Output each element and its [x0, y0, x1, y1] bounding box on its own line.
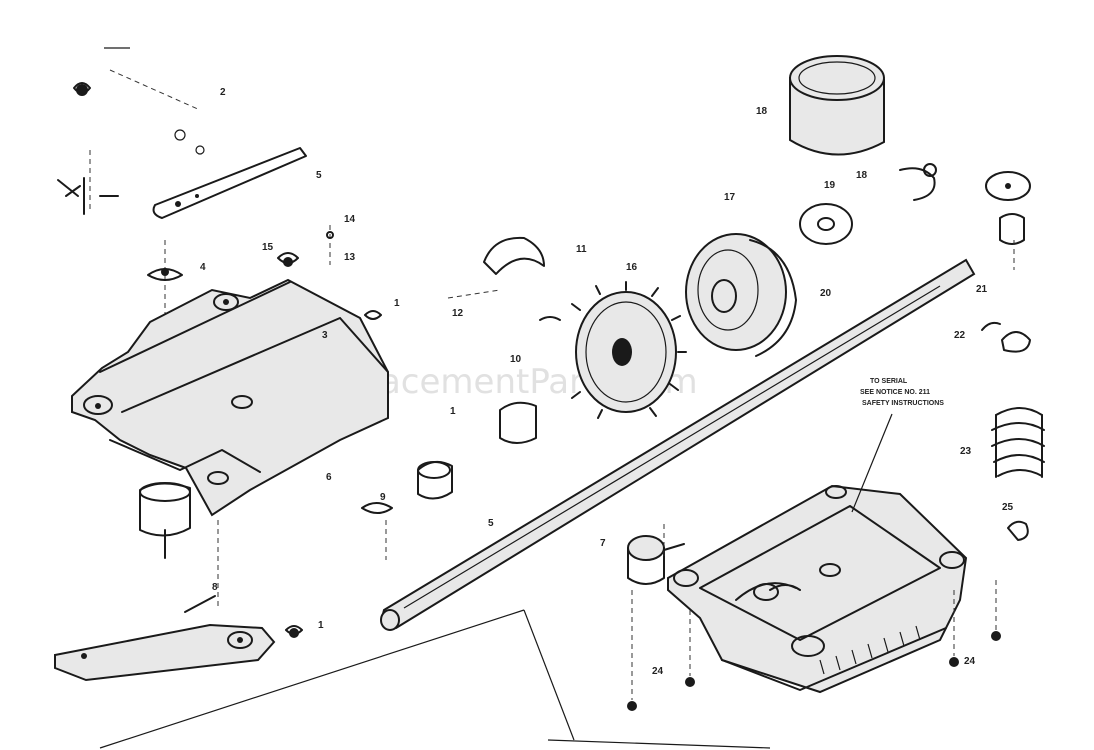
label-screw-right: 24: [964, 656, 976, 667]
label-bushing-low: 9: [380, 492, 386, 503]
label-bracket: 6: [326, 472, 332, 483]
label-shaft-collar: 1: [450, 406, 456, 417]
middle-bushings: [361, 236, 561, 560]
label-lower-left: 8: [212, 582, 218, 593]
note-block: TO SERIAL SEE NOTICE NO. 211 SAFETY INST…: [860, 378, 944, 407]
label-bolt-cluster: 15: [262, 242, 274, 253]
base-screws: [627, 524, 1001, 711]
label-bolt-cluster-b: 14: [344, 214, 356, 225]
label-gear: 16: [626, 262, 638, 273]
label-bushing-upper: 11: [576, 244, 587, 255]
strap-part: [152, 147, 307, 219]
label-top-left: 2: [220, 87, 226, 98]
label-washer-b: 18: [856, 170, 868, 181]
label-cap: 25: [1002, 502, 1014, 513]
label-cover-nut: 1: [394, 298, 400, 309]
spring-part: [991, 407, 1045, 541]
label-pin: 21: [976, 284, 988, 295]
note-line-3: SAFETY INSTRUCTIONS: [862, 400, 944, 407]
label-plate-nut: 1: [318, 620, 324, 631]
base-housing: [667, 484, 968, 694]
label-bushing-mid: 10: [510, 354, 522, 365]
label-screw-left: 24: [652, 666, 664, 677]
label-cylinder: 18: [756, 106, 768, 117]
gear-part: [571, 281, 687, 419]
guide-lines: [99, 609, 771, 749]
hub-part: [685, 233, 797, 357]
label-clip: 22: [954, 330, 966, 341]
label-shaft: 5: [488, 518, 494, 529]
label-base-pin: 7: [600, 538, 606, 549]
note-line-2: SEE NOTICE NO. 211: [860, 389, 930, 396]
callout-labels: 2 5 15 14 13 4 3 1 6 8 1 11 12 16 17 18 …: [200, 87, 1014, 677]
bottom-plate: [54, 623, 303, 682]
note-line-1: TO SERIAL: [870, 378, 908, 385]
right-washers: [799, 163, 1031, 353]
label-spacer: 12: [452, 308, 464, 319]
cover-housing: [71, 278, 389, 517]
top-left-hardware: [57, 47, 205, 215]
label-washer-a: 19: [824, 180, 836, 191]
label-washer-c: 20: [820, 288, 832, 299]
shaft-part: [380, 258, 976, 631]
lower-left-bracket: [139, 482, 219, 613]
note-leader: [851, 413, 893, 513]
label-spring: 23: [960, 446, 972, 457]
label-left-nut: 4: [200, 262, 206, 273]
label-cover: 3: [322, 330, 328, 341]
base-pin: [627, 535, 685, 585]
label-strap: 5: [316, 170, 322, 181]
label-bolt-cluster-c: 13: [344, 252, 356, 263]
cylinder-part: [789, 55, 885, 156]
label-hub: 17: [724, 192, 736, 203]
